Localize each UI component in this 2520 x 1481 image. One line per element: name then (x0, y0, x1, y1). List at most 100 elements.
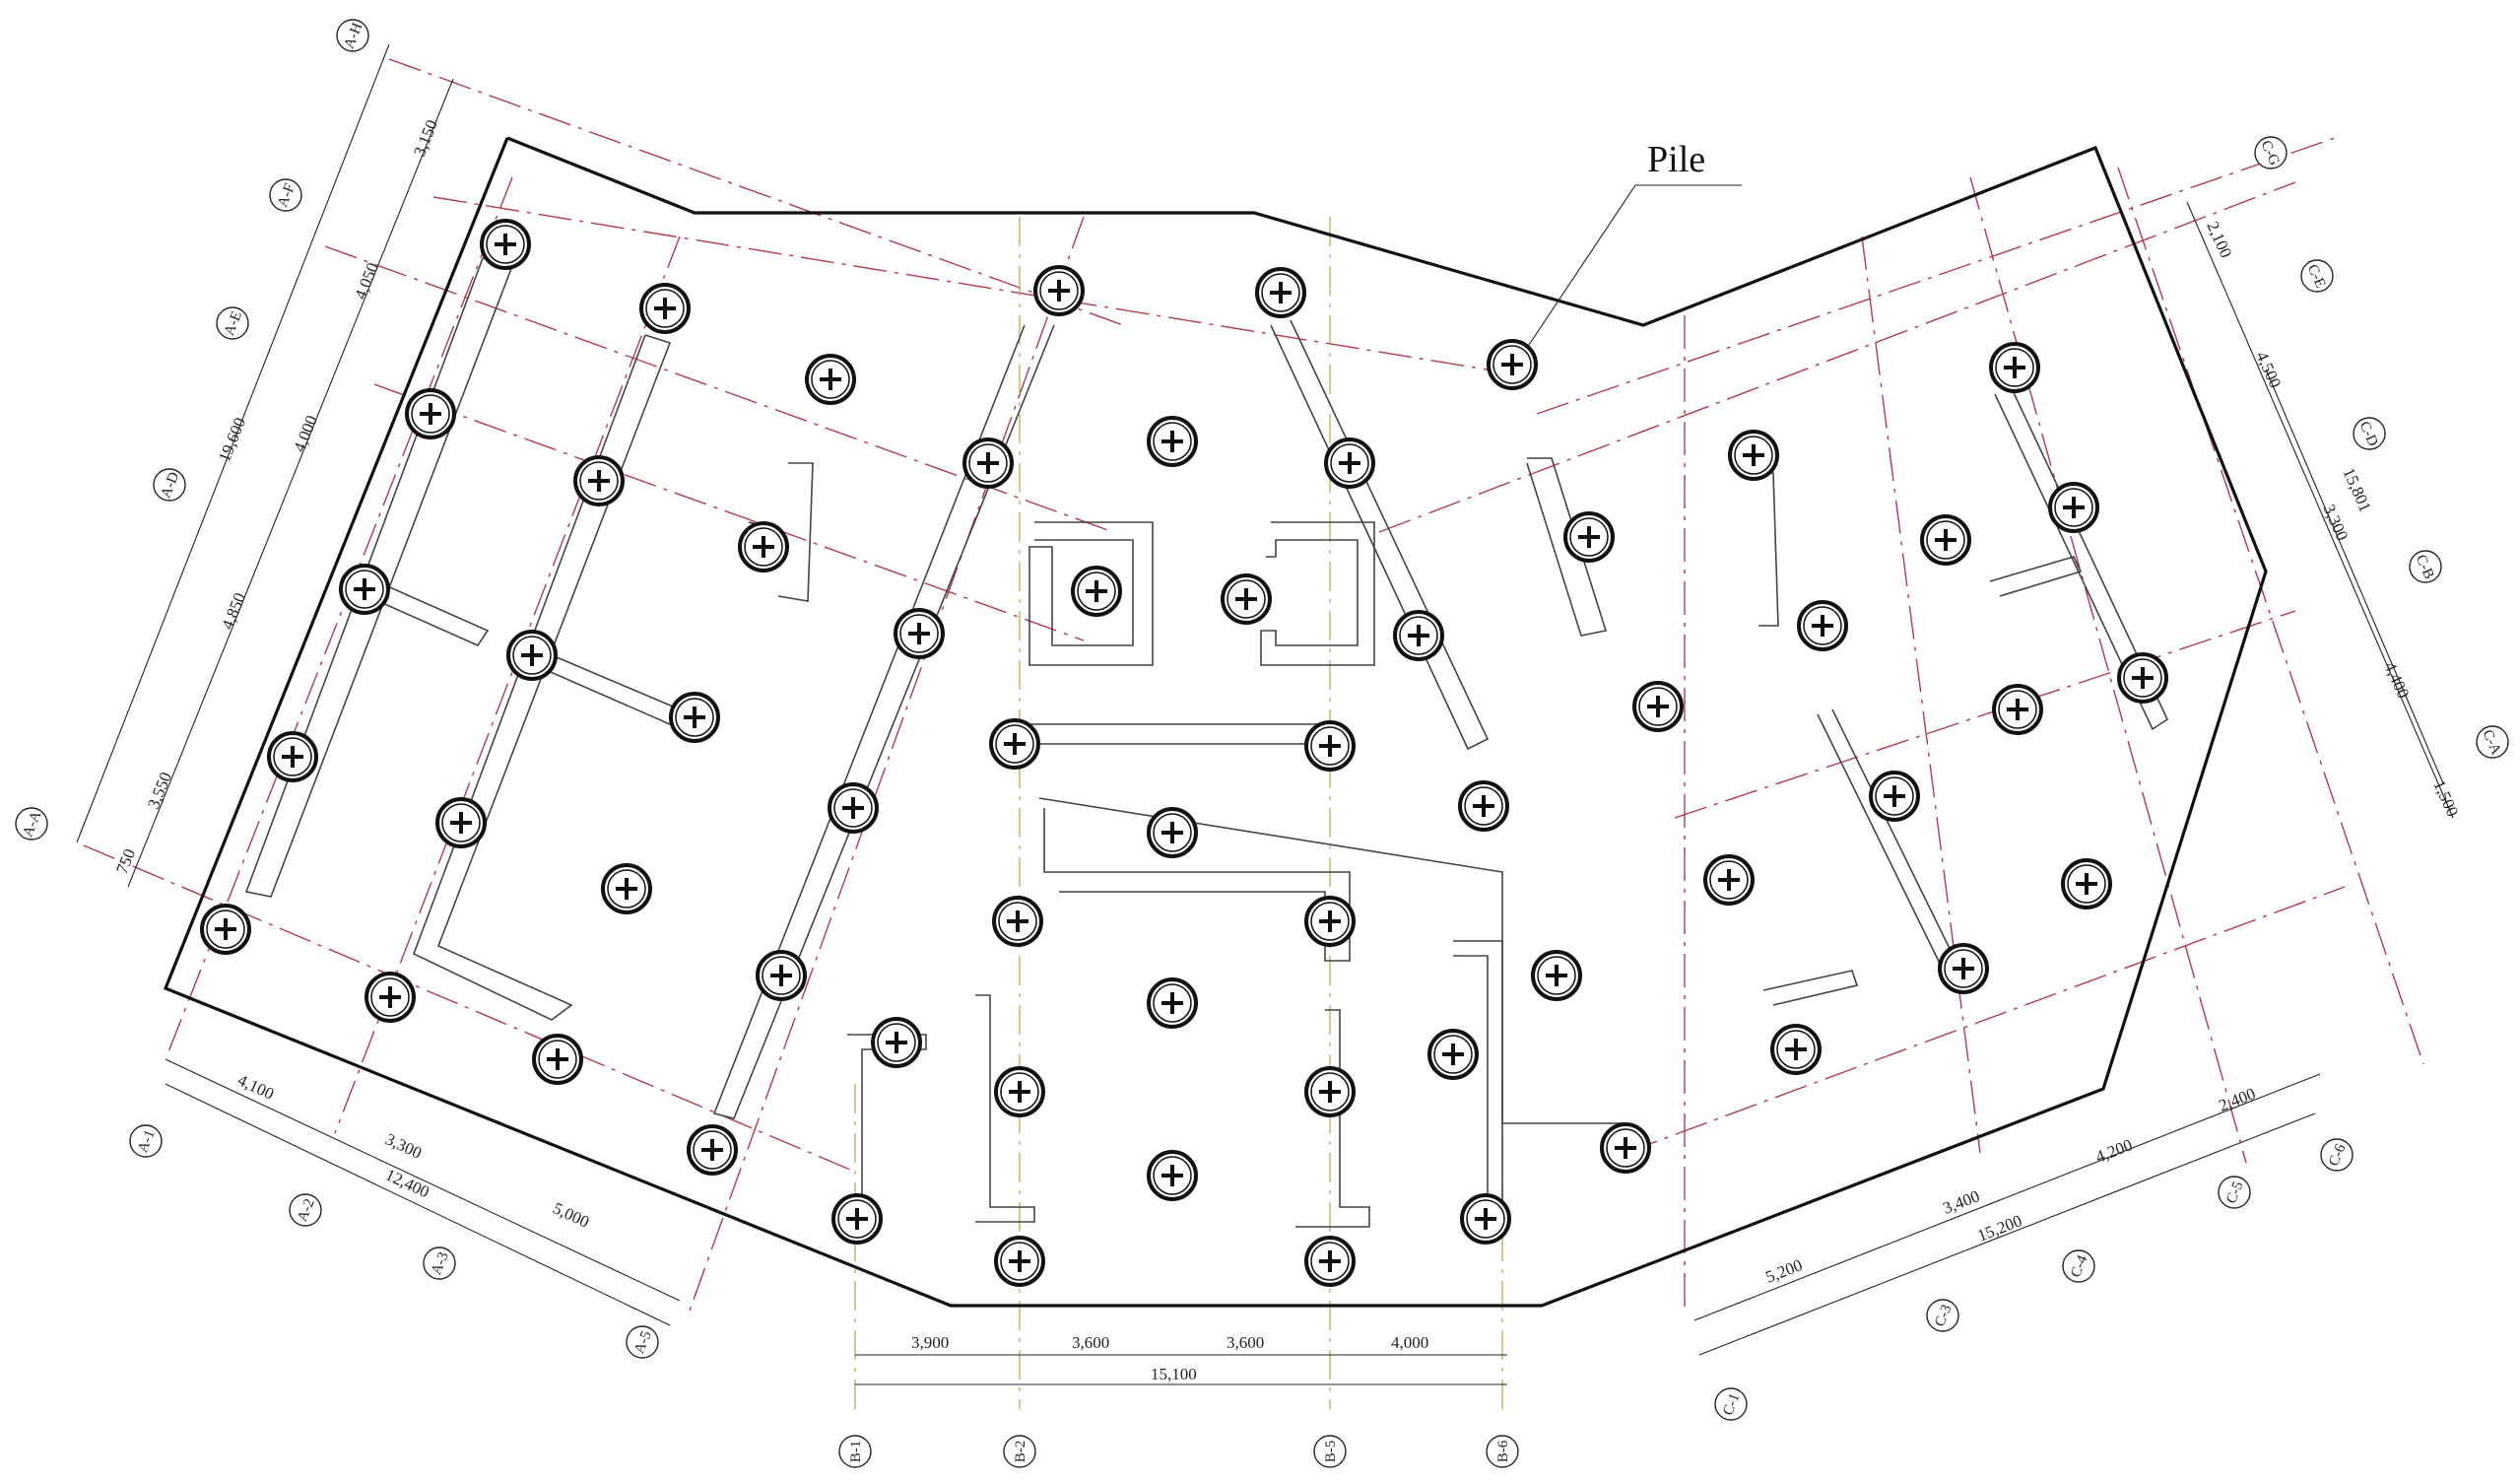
dim-c-vertical-0: 2,100 (2203, 219, 2235, 261)
pile (831, 1193, 883, 1245)
pile-inner-ring (579, 461, 619, 501)
pile (805, 354, 856, 405)
pile-inner-ring (1433, 1035, 1473, 1074)
pile-inner-ring (1310, 1242, 1350, 1281)
pile (1460, 1193, 1511, 1245)
dim-c-horizontal-1: 3,400 (1941, 1186, 1983, 1217)
grid-line-C-B (1674, 610, 2296, 819)
pile (200, 904, 251, 955)
grid-bubble-A-E: A-E (216, 306, 249, 340)
pile (1324, 438, 1375, 489)
grid-line-A-F (432, 196, 1518, 375)
pile (1992, 684, 2043, 735)
grid-bubble-B-6: B-6 (1486, 1435, 1519, 1468)
grid-bubble-C-E: C-E (2300, 259, 2334, 293)
svg-text:C-6: C-6 (2326, 1141, 2349, 1168)
dim-b-1: 3,600 (1072, 1333, 1109, 1352)
svg-text:B-1: B-1 (848, 1441, 864, 1463)
grid-line-C-5 (2117, 167, 2424, 1065)
pile (1304, 720, 1356, 772)
dim-b-3: 4,000 (1391, 1333, 1428, 1352)
dim-c-vertical-1: 4,500 (2252, 349, 2285, 391)
pile-inner-ring (995, 724, 1034, 764)
pile (365, 972, 416, 1023)
dim-c-horizontal-2: 4,200 (2093, 1135, 2136, 1166)
dim-c-total: 15,801 (2339, 465, 2374, 514)
piles (200, 219, 2168, 1287)
pile-inner-ring (1569, 517, 1609, 557)
pile (871, 1017, 922, 1068)
pile-inner-ring (486, 225, 525, 264)
pile (2048, 482, 2099, 533)
grid-bubble-C-D: C-D (2353, 417, 2386, 450)
pile-inner-ring (1803, 606, 1842, 645)
pile-inner-ring (645, 289, 685, 328)
svg-text:B-2: B-2 (1013, 1441, 1028, 1463)
dim-b-2: 3,600 (1227, 1333, 1264, 1352)
pile (1255, 267, 1306, 318)
dim-a-vertical-1: 3,550 (144, 770, 175, 812)
pile-inner-ring (837, 1199, 877, 1239)
grid-line-C-E (1536, 137, 2336, 415)
pile-label: Pile (1647, 139, 1705, 180)
grid-bubble-C-G: C-G (2254, 136, 2288, 169)
pile-inner-ring (1399, 616, 1438, 655)
pile (1703, 854, 1755, 906)
pile (601, 863, 652, 914)
pile (2117, 652, 2168, 704)
grid-line-C-4 (1969, 176, 2247, 1164)
dim-a-vertical-3: 4,000 (290, 413, 321, 455)
pile-inner-ring (1227, 579, 1266, 619)
pile-inner-ring (1998, 690, 2037, 729)
pile (994, 1066, 1045, 1117)
svg-text:C-5: C-5 (2223, 1179, 2246, 1206)
grid-bubble-C-3: C-3 (1926, 1299, 1959, 1332)
dim-a-horizontal-0: 4,100 (234, 1070, 277, 1103)
pile (962, 438, 1014, 489)
pile (639, 283, 691, 334)
pile (1304, 1236, 1356, 1287)
pile-inner-ring (1944, 949, 1983, 988)
svg-text:B-6: B-6 (1495, 1440, 1511, 1462)
dim-a-vertical-4: 4,050 (351, 260, 382, 303)
pile (1632, 681, 1684, 732)
dim-a-vertical-0: 750 (112, 846, 139, 877)
pile-inner-ring (1734, 436, 1773, 475)
dimension-lines (76, 43, 2454, 1385)
pile-inner-ring (1153, 422, 1192, 461)
pile (267, 731, 318, 782)
pile (1728, 430, 1779, 481)
dim-c-horizontal-total: 15,200 (1975, 1211, 2024, 1245)
grid-bubble-B-5: B-5 (1313, 1435, 1347, 1468)
pile (1147, 807, 1198, 858)
grid-line-C-A (1625, 886, 2346, 1154)
pile-inner-ring (1606, 1128, 1645, 1168)
pile-inner-ring (1153, 983, 1192, 1023)
dim-c-vertical-3: 4,400 (2380, 659, 2413, 702)
dim-a-horizontal-1: 3,300 (382, 1129, 425, 1162)
dim-a-vertical-2: 4,850 (218, 590, 249, 633)
dim-a-vertical-5: 3,150 (410, 117, 441, 160)
pile-inner-ring (1638, 687, 1678, 726)
grid-bubble-A-3: A-3 (423, 1246, 456, 1280)
pile-inner-ring (1926, 520, 1965, 560)
pile-inner-ring (968, 443, 1008, 483)
dim-a-total: 19,600 (215, 415, 249, 464)
pile (1920, 514, 1971, 566)
pile (989, 718, 1040, 770)
dim-c-horizontal-3: 2,400 (2217, 1084, 2259, 1114)
pile (894, 608, 945, 659)
pile (1147, 1150, 1198, 1201)
dim-c-vertical-2: 3,300 (2319, 502, 2352, 544)
pile-inner-ring (2054, 488, 2093, 527)
pile-inner-ring (1466, 1199, 1505, 1239)
grid-line-A-E (373, 383, 1085, 641)
pile (1393, 610, 1444, 661)
pile (532, 1034, 583, 1085)
grid-bubble-A-A: A-A (15, 807, 48, 841)
grid-bubble-C-5: C-5 (2218, 1176, 2251, 1209)
grid-line-A-5 (689, 216, 1085, 1312)
pile-inner-ring (877, 1023, 916, 1062)
pile (992, 896, 1043, 947)
